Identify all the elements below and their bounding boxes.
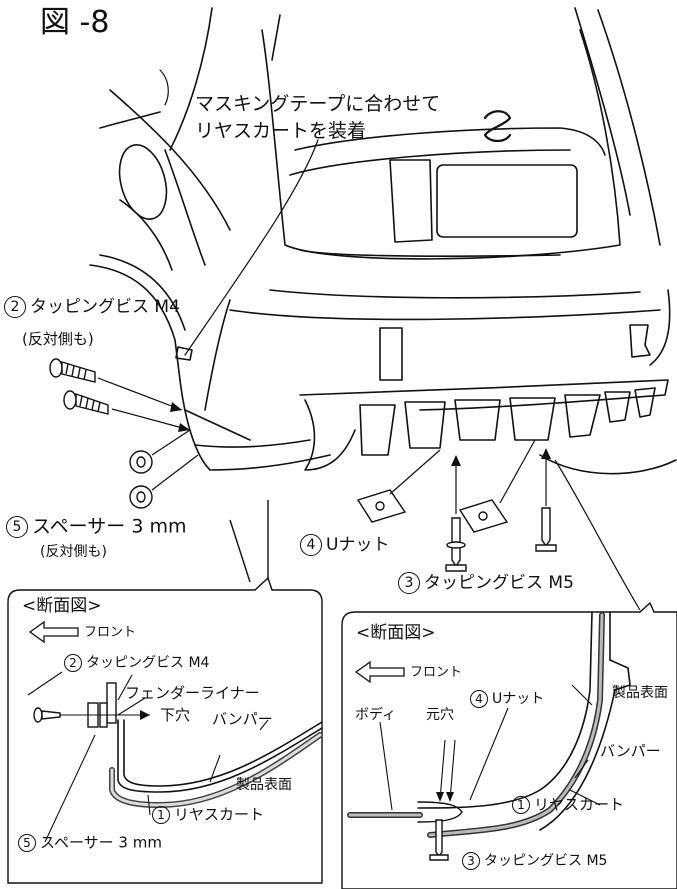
section-right-product-surface: 製品表面 — [612, 685, 668, 701]
section-right-front-label: フロント — [410, 665, 463, 680]
part-number-3: 3 — [462, 852, 480, 870]
part-number-1: 1 — [152, 806, 170, 824]
section-left-lower-hole: 下穴 — [160, 706, 191, 724]
label-text: スペーサー 3 mm — [40, 833, 162, 852]
part-number-5: 5 — [18, 834, 36, 852]
instruction-line-1: マスキングテープに合わせて — [195, 93, 441, 115]
part-number-4: 4 — [470, 690, 488, 708]
figure-title: 図 -8 — [40, 5, 110, 40]
section-left-bumper: バンパー — [212, 710, 273, 728]
label-text: リヤスカート — [174, 805, 265, 824]
part-number-1: 1 — [512, 796, 530, 814]
section-right-bumper: バンパー — [600, 742, 661, 760]
part-number-5: 5 — [6, 516, 28, 538]
label-text: タッピングビス M4 — [30, 297, 180, 317]
part-number-4: 4 — [300, 534, 322, 556]
part-number-3: 3 — [398, 572, 420, 594]
label-both-sides-m4: (反対側も) — [22, 330, 94, 348]
label-both-sides-spacer: (反対側も) — [40, 544, 107, 560]
section-right-original-hole: 元穴 — [426, 707, 454, 723]
section-left-front-label: フロント — [84, 625, 137, 640]
label-text: Uナット — [326, 535, 390, 555]
instruction-line-2: リヤスカートを装着 — [195, 120, 367, 142]
part-number-2: 2 — [4, 296, 26, 318]
label-text: リヤスカート — [534, 795, 625, 814]
label-text: Uナット — [492, 691, 545, 707]
part-number-2: 2 — [64, 654, 82, 672]
label-text: タッピングビス M5 — [484, 853, 608, 869]
section-left-product-surface: 製品表面 — [236, 777, 292, 793]
section-left-fender-liner: フェンダーライナー — [125, 684, 260, 702]
label-text: タッピングビス M5 — [424, 573, 574, 593]
section-right-title: <断面図> — [356, 623, 436, 643]
section-left-title: <断面図> — [22, 596, 102, 616]
section-right-body: ボディ — [355, 707, 397, 723]
label-text: スペーサー 3 mm — [32, 515, 187, 538]
label-text: タッピングビス M4 — [86, 655, 210, 671]
